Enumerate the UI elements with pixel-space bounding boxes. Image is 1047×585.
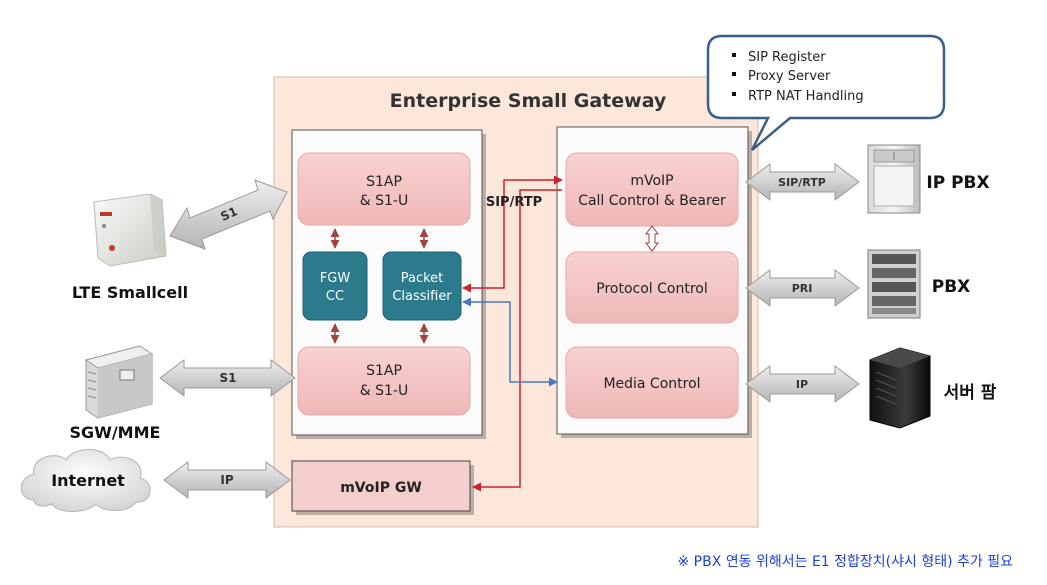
internet-label: Internet	[51, 471, 125, 490]
ip-pbx-label: IP PBX	[926, 173, 989, 193]
protocol-control-module	[565, 251, 739, 324]
gateway-title: Enterprise Small Gateway	[390, 90, 667, 112]
server-farm-label: 서버 팜	[944, 383, 997, 403]
footnote: ※ PBX 연동 위해서는 E1 정합장치(샤시 형태) 추가 필요	[678, 554, 1014, 570]
link-pri: PRI	[745, 269, 860, 307]
media-control-module	[565, 346, 739, 419]
sgw-mme-icon	[84, 345, 154, 419]
s1ap-bottom-line1: S1AP	[366, 363, 402, 379]
lte-smallcell-icon	[93, 193, 167, 267]
sip-rtp-ippbx-label: SIP/RTP	[778, 176, 826, 189]
link-s1-smallcell: S1	[169, 179, 288, 250]
fgw-cc-line1: FGW	[320, 271, 351, 286]
arrow-mvoip-protocol	[645, 225, 659, 252]
mvoip-gw-module	[291, 460, 471, 512]
ip-server-label: IP	[796, 378, 808, 391]
s1ap-top-line2: & S1-U	[360, 193, 408, 209]
s1ap-top-line1: S1AP	[366, 174, 402, 190]
internet-cloud-icon	[20, 449, 151, 512]
link-s1-sgw: S1	[159, 359, 296, 397]
callout-bubble	[706, 34, 946, 151]
media-control-label: Media Control	[603, 376, 700, 392]
connector-classifier-media	[462, 297, 558, 387]
ip-pbx-icon	[867, 144, 921, 214]
packet-classifier-module	[382, 251, 462, 321]
s1-smallcell-label: S1	[218, 204, 239, 224]
lte-smallcell-label: LTE Smallcell	[72, 283, 188, 302]
link-ip-server: IP	[745, 365, 860, 403]
pbx-label: PBX	[932, 277, 971, 297]
mvoip-gw-label: mVoIP GW	[340, 480, 422, 496]
packet-classifier-line1: Packet	[401, 271, 444, 286]
sgw-mme-label: SGW/MME	[70, 423, 161, 442]
s1-sgw-label: S1	[220, 371, 237, 385]
s1ap-bottom-module	[297, 346, 471, 416]
mvoip-call-line2: Call Control & Bearer	[578, 193, 726, 209]
pri-label: PRI	[792, 282, 813, 295]
pbx-icon	[867, 249, 921, 319]
mvoip-call-module	[565, 152, 739, 227]
mvoip-call-line1: mVoIP	[630, 173, 673, 189]
fgw-cc-line2: CC	[326, 289, 344, 304]
callout-item-3: RTP NAT Handling	[748, 89, 864, 104]
s1ap-bottom-line2: & S1-U	[360, 383, 408, 399]
link-ip-internet: IP	[163, 461, 291, 499]
callout-item-2: Proxy Server	[748, 69, 831, 84]
server-farm-icon	[869, 347, 931, 429]
connector-classifier-mvoip	[462, 175, 563, 293]
sip-rtp-internal-label: SIP/RTP	[486, 195, 542, 210]
link-sip-rtp-ippbx: SIP/RTP	[745, 163, 860, 201]
packet-classifier-line2: Classifier	[392, 289, 452, 304]
protocol-control-label: Protocol Control	[596, 281, 707, 297]
ip-internet-label: IP	[220, 473, 233, 487]
callout-item-1: SIP Register	[748, 50, 826, 65]
fgw-cc-module	[302, 251, 368, 321]
